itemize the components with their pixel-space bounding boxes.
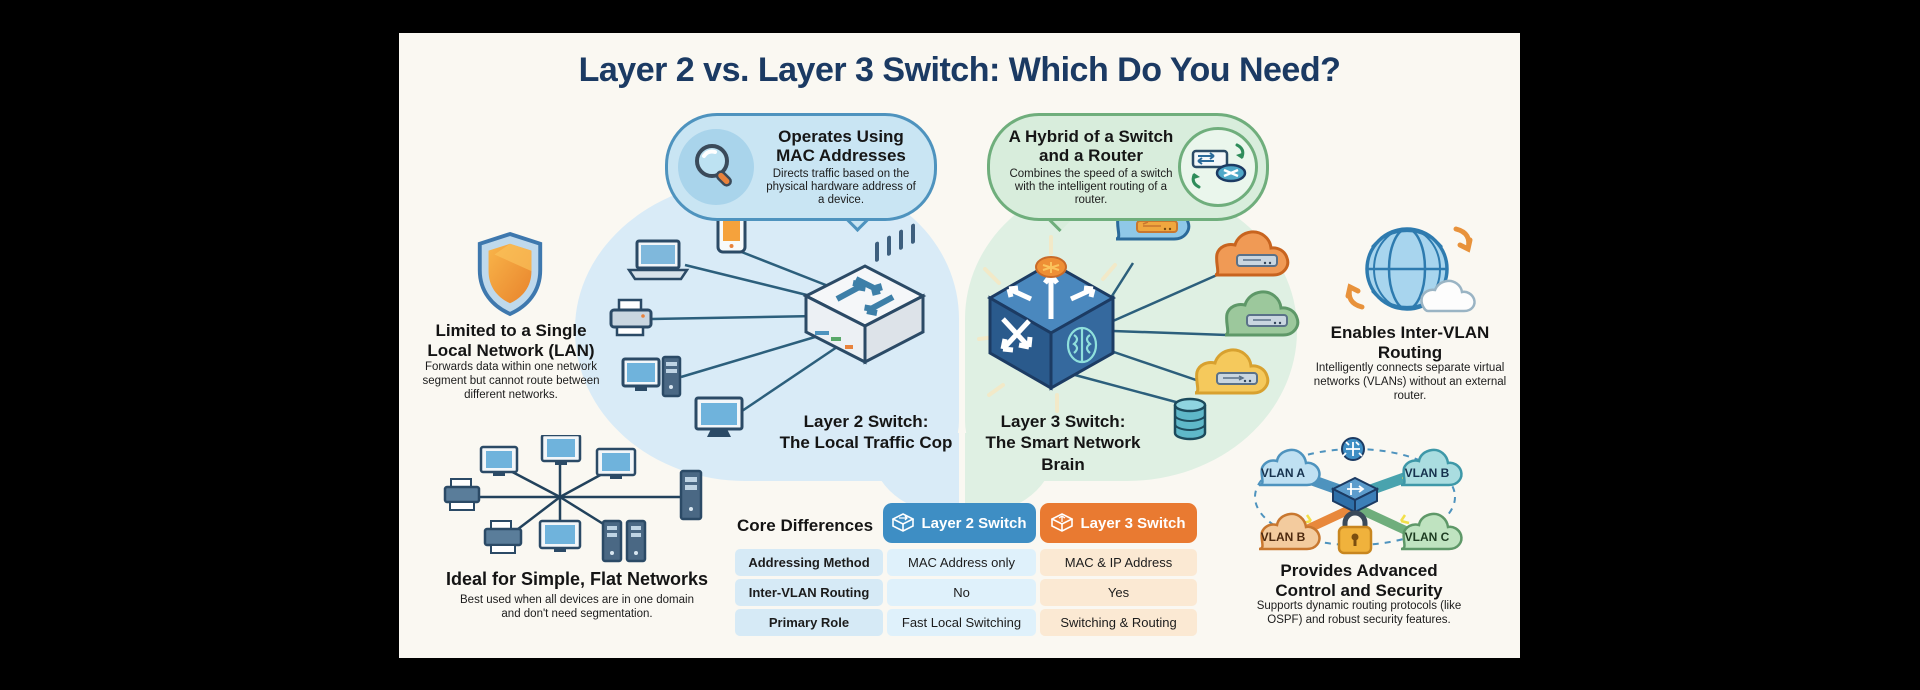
table-header-layer2: Layer 2 Switch — [883, 503, 1036, 543]
layer3-network-illustration — [977, 194, 1300, 441]
intervlan-section-body: Intelligently connects separate virtual … — [1313, 362, 1507, 403]
cloud-yellow — [1194, 348, 1270, 395]
layer2-bubble-heading: Operates Using MAC Addresses — [776, 126, 906, 166]
table-header-layer2-label: Layer 2 Switch — [921, 514, 1027, 532]
monitor-icon — [479, 445, 519, 476]
intervlan-section-heading: Enables Inter-VLAN Routing — [1330, 323, 1490, 363]
layer2-switch-label: Layer 2 Switch: The Local Traffic Cop — [775, 411, 957, 454]
vlan-b-bottom-label: VLAN B — [1261, 530, 1306, 544]
flat-network-illustration — [443, 435, 703, 563]
tower-icon — [601, 519, 647, 563]
security-section-body: Supports dynamic routing protocols (like… — [1256, 600, 1462, 627]
flat-section-heading: Ideal for Simple, Flat Networks — [445, 569, 709, 589]
table-cell: MAC Address only — [887, 549, 1036, 576]
table-header-layer3-label: Layer 3 Switch — [1080, 514, 1186, 532]
cloud-orange — [1214, 230, 1290, 277]
lan-section-body: Forwards data within one network segment… — [422, 361, 600, 402]
printer-icon — [609, 298, 653, 337]
vlan-b-bottom-cloud: VLAN B — [1258, 512, 1321, 551]
table-title: Core Differences — [737, 516, 874, 535]
vlan-switch-icon — [1330, 476, 1380, 514]
vlan-c-label: VLAN C — [1405, 530, 1450, 544]
table-row-label: Addressing Method — [735, 549, 883, 576]
switch-cube-icon — [1051, 513, 1074, 532]
layer3-label-line2: The Smart Network Brain — [985, 433, 1141, 474]
table-row-label: Inter-VLAN Routing — [735, 579, 883, 606]
database-icon — [1173, 397, 1207, 441]
page-title: Layer 2 vs. Layer 3 Switch: Which Do You… — [578, 51, 1341, 89]
layer3-switch-label: Layer 3 Switch: The Smart Network Brain — [963, 411, 1163, 475]
table-cell: No — [887, 579, 1036, 606]
magnifier-icon — [678, 129, 754, 205]
router-icon — [1341, 437, 1365, 461]
monitor-icon — [595, 447, 637, 479]
flat-section-body: Best used when all devices are in one do… — [460, 594, 694, 621]
laptop-icon — [626, 239, 690, 281]
layer2-label-line1: Layer 2 Switch: — [803, 412, 929, 431]
vlan-a-cloud: VLAN A — [1258, 448, 1321, 487]
desktop-computer-icon — [621, 355, 682, 398]
switch-router-icon — [1178, 127, 1258, 207]
vlan-c-cloud: VLAN C — [1400, 512, 1463, 551]
switch-cube-icon — [892, 513, 915, 532]
layer2-label-line2: The Local Traffic Cop — [779, 433, 953, 453]
monitor-icon — [540, 435, 582, 465]
vlan-diagram: VLAN A VLAN B VLAN B VLAN C — [1254, 437, 1463, 555]
monitor-icon — [694, 396, 744, 437]
infographic-panel: Layer 2 vs. Layer 3 Switch: Which Do You… — [399, 33, 1520, 658]
layer3-speech-bubble: A Hybrid of a Switch and a Router Combin… — [987, 113, 1269, 221]
shield-icon — [471, 231, 549, 322]
layer3-bubble-heading: A Hybrid of a Switch and a Router — [1008, 126, 1174, 166]
printer-icon — [443, 478, 481, 511]
printer-icon — [483, 520, 523, 554]
globe-icon — [1344, 219, 1480, 328]
vlan-b-top-cloud: VLAN B — [1400, 448, 1463, 487]
table-cell: Fast Local Switching — [887, 609, 1036, 636]
layer2-bubble-body: Directs traffic based on the physical ha… — [766, 167, 916, 207]
layer2-speech-bubble: Operates Using MAC Addresses Directs tra… — [665, 113, 937, 221]
monitor-icon — [538, 519, 582, 552]
layer3-switch-device — [986, 256, 1117, 391]
table-header-layer3: Layer 3 Switch — [1040, 503, 1197, 543]
cloud-green — [1224, 290, 1300, 337]
vlan-b-top-label: VLAN B — [1405, 466, 1450, 480]
layer2-switch-device — [802, 223, 927, 365]
table-cell: MAC & IP Address — [1040, 549, 1197, 576]
tower-icon — [679, 469, 703, 521]
vlan-a-label: VLAN A — [1261, 466, 1306, 480]
layer3-bubble-body: Combines the speed of a switch with the … — [1009, 167, 1173, 207]
security-section-heading: Provides Advanced Control and Security — [1275, 561, 1443, 601]
layer3-label-line1: Layer 3 Switch: — [1000, 412, 1126, 431]
padlock-icon — [1337, 510, 1373, 555]
brain-icon — [1066, 326, 1098, 364]
table-cell: Switching & Routing — [1040, 609, 1197, 636]
lan-section-heading: Limited to a Single Local Network (LAN) — [427, 321, 595, 361]
table-row-label: Primary Role — [735, 609, 883, 636]
table-cell: Yes — [1040, 579, 1197, 606]
